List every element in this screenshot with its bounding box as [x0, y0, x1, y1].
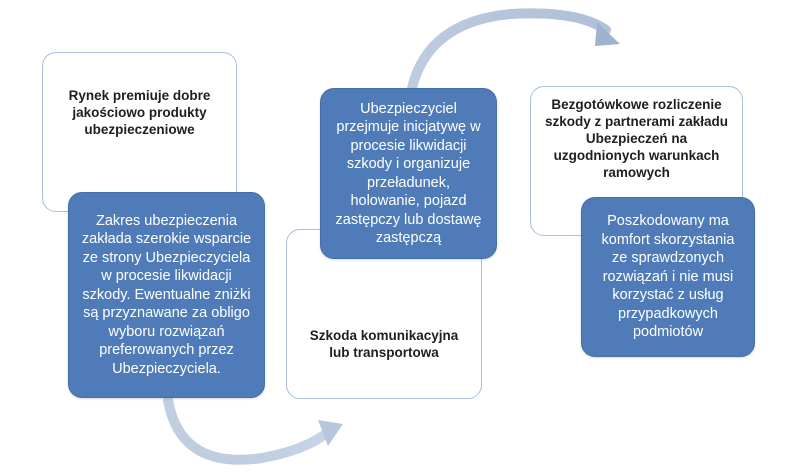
filled-box-2-text: Ubezpieczyciel przejmuje inicjatywę w pr…	[335, 100, 482, 247]
outline-box-1-text: Rynek premiuje dobre jakościowo produkty…	[68, 87, 211, 137]
filled-box-2: Ubezpieczyciel przejmuje inicjatywę w pr…	[320, 88, 497, 259]
filled-box-1: Zakres ubezpieczenia zakłada szerokie ws…	[68, 192, 265, 398]
filled-box-1-text: Zakres ubezpieczenia zakłada szerokie ws…	[81, 212, 252, 377]
outline-box-1: Rynek premiuje dobre jakościowo produkty…	[42, 52, 237, 212]
filled-box-3: Poszkodowany ma komfort skorzystania ze …	[581, 197, 755, 357]
filled-box-3-text: Poszkodowany ma komfort skorzystania ze …	[601, 213, 735, 341]
curved-arrow-bottom	[163, 395, 343, 465]
outline-box-3-text: Bezgotówkowe rozliczenie szkody z partne…	[544, 96, 729, 180]
outline-box-2-text: Szkoda komunikacyjna lub transportowa	[309, 328, 459, 360]
curved-arrow-top	[407, 8, 620, 93]
